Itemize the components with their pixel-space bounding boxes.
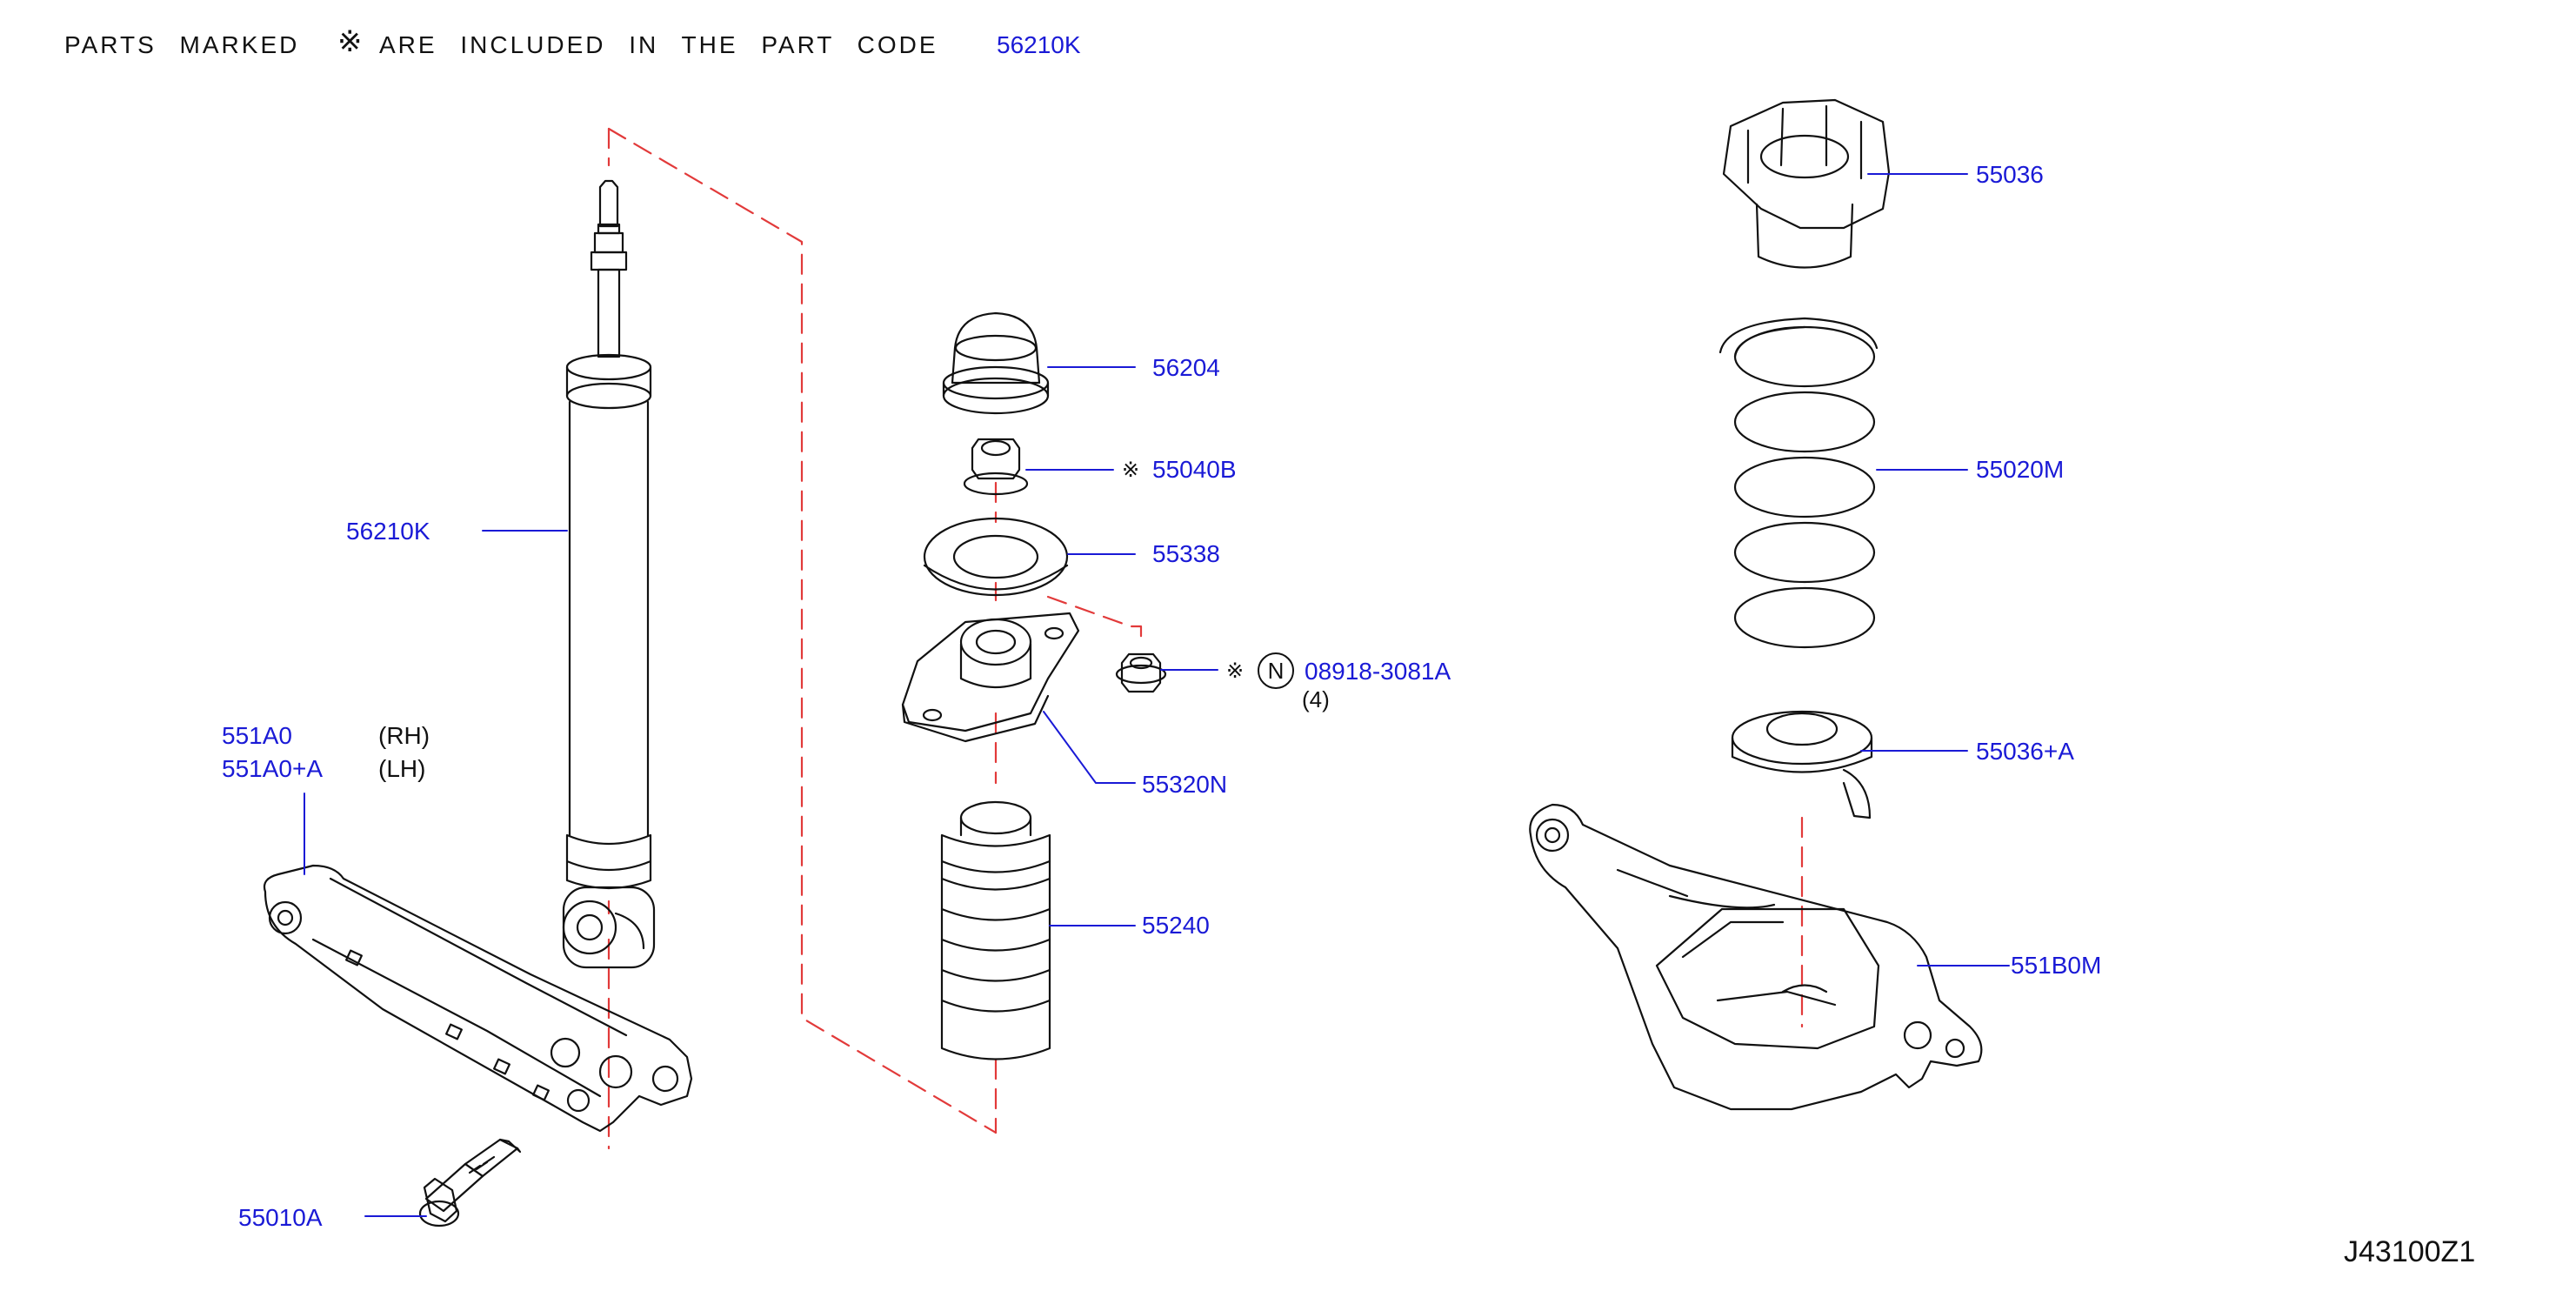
nut-icon <box>963 438 1029 496</box>
flange-nut-icon <box>1115 652 1167 693</box>
callout-mount-nut-marker: N <box>1258 652 1294 689</box>
diagram-code: J43100Z1 <box>2344 1235 2476 1268</box>
strut-mount-icon <box>901 612 1080 743</box>
coil-spring-icon <box>1718 317 1879 649</box>
callout-shock-absorber: 56210K <box>346 518 430 545</box>
callout-link-lh-side: (LH) <box>378 755 426 782</box>
callout-lower-link: 551B0M <box>2011 952 2102 979</box>
bound-bumper-cover-icon <box>942 311 1050 415</box>
lower-spring-seat-icon <box>1731 710 1873 819</box>
callout-bumper: 55240 <box>1142 912 1210 939</box>
callout-nut: 55040B <box>1152 456 1237 483</box>
callout-lower-seat: 55036+A <box>1976 738 2074 765</box>
header-note-suffix: ARE INCLUDED IN THE PART CODE <box>379 31 938 58</box>
callout-nut-asterisk: ※ <box>1122 458 1140 482</box>
header-part-code: 56210K <box>997 31 1081 58</box>
phantom-lines <box>607 127 1804 1150</box>
callout-mount: 55320N <box>1142 771 1228 798</box>
shock-absorber-icon <box>562 179 656 969</box>
header-asterisk-mark: ※ <box>337 25 363 58</box>
washer-icon <box>923 517 1069 597</box>
header-note-prefix: PARTS MARKED <box>64 31 300 58</box>
callout-mount-nut-qty: (4) <box>1302 686 1330 712</box>
callout-mount-nut: 08918-3081A <box>1305 658 1452 685</box>
upper-spring-seat-icon <box>1722 98 1891 269</box>
callout-bound-bumper-cover: 56204 <box>1152 354 1220 381</box>
callout-bolt: 55010A <box>238 1204 323 1231</box>
callout-link-rh: 551A0 <box>222 722 292 749</box>
control-link-icon <box>263 864 693 1133</box>
callout-link-rh-side: (RH) <box>378 722 430 749</box>
callout-upper-seat: 55036 <box>1976 161 2044 188</box>
leader-lines <box>304 173 2010 1217</box>
callout-mount-nut-asterisk: ※ <box>1226 659 1245 683</box>
callout-link-lh: 551A0+A <box>222 755 323 782</box>
callout-washer: 55338 <box>1152 540 1220 567</box>
callout-coil-spring: 55020M <box>1976 456 2065 483</box>
bolt-icon <box>418 1138 522 1227</box>
lower-link-arm-icon <box>1529 803 1983 1111</box>
bump-stop-icon <box>940 800 1051 1060</box>
